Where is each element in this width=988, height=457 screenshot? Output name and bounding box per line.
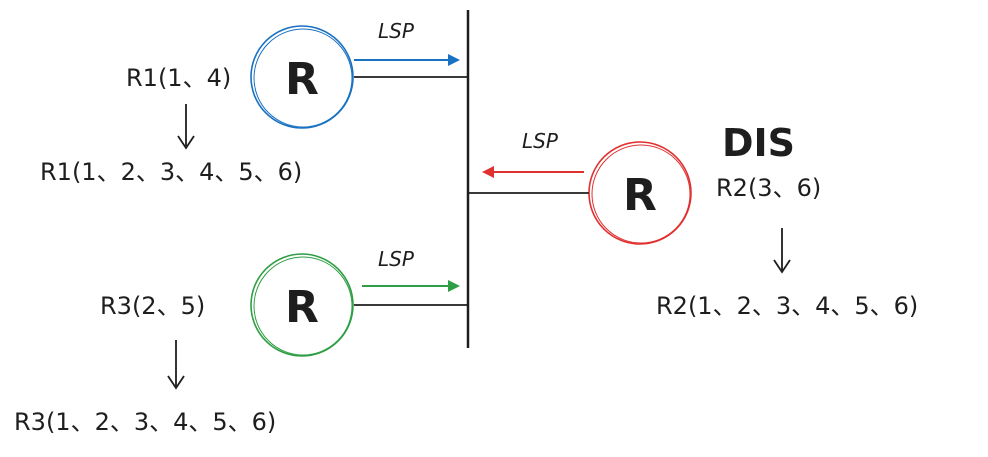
r3-initial-label: R3(2、5) [100,292,205,320]
router-r2-letter: R [623,170,657,221]
r2-final-label: R2(1、2、3、4、5、6) [656,292,918,320]
router-r3-circle [250,253,354,357]
r1-lsp-label: LSP [378,19,415,43]
router-r1-circle [250,25,354,129]
router-r1-letter: R [285,54,319,105]
router-r1: R [250,25,354,129]
router-r3: R [250,253,354,357]
r3-final-label: R3(1、2、3、4、5、6) [14,408,276,436]
r1-final-label: R1(1、2、3、4、5、6) [40,158,302,186]
r1-initial-label: R1(1、4) [126,64,231,92]
r2-lsp-label: LSP [522,129,559,153]
router-r3-letter: R [285,282,319,333]
r3-lsp-label: LSP [378,247,415,271]
r2-initial-label: R2(3、6) [716,174,821,202]
router-r2: R [588,141,692,245]
dis-label: DIS [722,121,795,165]
